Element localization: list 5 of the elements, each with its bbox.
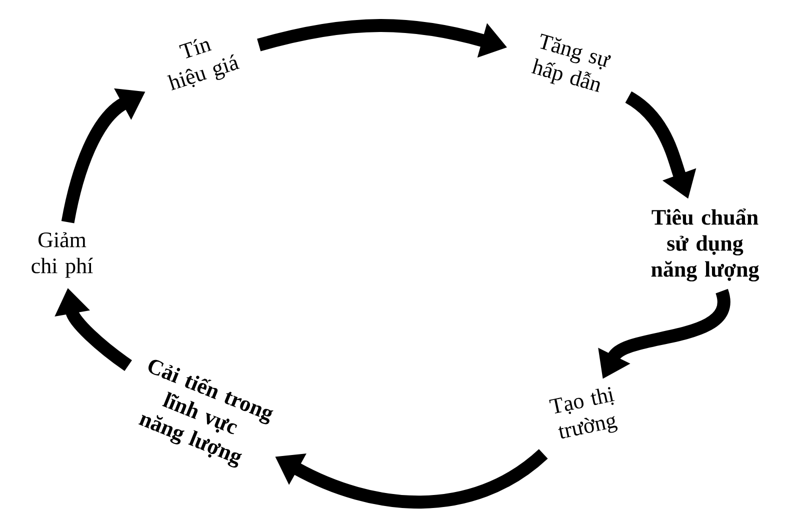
cycle-label: Tăng sự hấp dẫn [531,34,611,92]
cycle-label: Tiêu chuẩn sử dụng năng lượng [651,208,760,282]
cycle-label: Giảm chi phí [32,232,93,278]
cycle-label: Tín hiệu giá [166,38,240,90]
cycle-label: Tạo thị trường [549,387,618,439]
